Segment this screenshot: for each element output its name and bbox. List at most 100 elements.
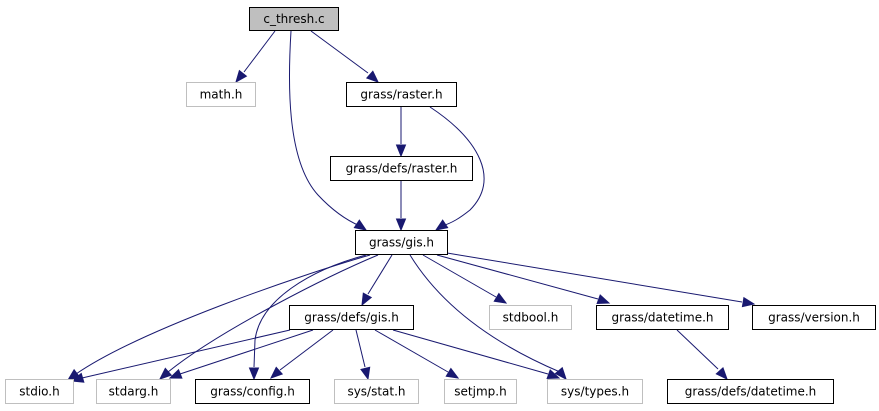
node-sys-types-h: sys/types.h [547,379,643,404]
edges-layer [66,30,756,383]
arrowhead-icon [168,368,183,379]
edge-grass_defs_gis_h-to-stdio_h [70,329,291,383]
edge-line [374,329,449,373]
node-box [547,379,643,404]
edge-line [75,254,371,375]
node-stdio-h: stdio.h [5,379,74,404]
edge-line [310,30,369,74]
edge-line [409,254,561,373]
node-box [346,82,457,107]
node-box [334,379,419,404]
edge-line [446,252,743,303]
arrowhead-icon [361,292,373,307]
node-label: sys/stat.h [347,385,405,399]
edge-line [422,254,497,298]
node-grass-datetime-h[interactable]: grass/datetime.h [596,305,729,330]
node-box [444,379,517,404]
node-label: grass/defs/raster.h [346,162,458,176]
edge-c_thresh_c-to-grass_raster_h [310,30,379,83]
node-label: c_thresh.c [263,12,324,26]
edge-grass_datetime_h-to-grass_defs_datetime_h [676,329,728,380]
arrowhead-icon [596,294,611,304]
edge-line [81,329,291,379]
node-label: setjmp.h [454,385,506,399]
edge-grass_defs_gis_h-to-grass_config_h [270,329,334,379]
node-grass-raster-h[interactable]: grass/raster.h [346,82,457,107]
node-grass-gis-h[interactable]: grass/gis.h [355,230,448,255]
edge-grass_gis_h-to-grass_datetime_h [436,254,611,304]
node-box [355,230,448,255]
node-sys-stat-h: sys/stat.h [334,379,419,404]
edge-grass_gis_h-to-grass_config_h [248,254,367,381]
node-label: stdbool.h [503,311,559,325]
arrowhead-icon [395,144,407,158]
arrowhead-icon [741,296,756,308]
node-box [596,305,729,330]
node-grass-config-h[interactable]: grass/config.h [195,379,310,404]
arrowhead-icon [360,366,371,381]
edge-line [392,329,549,375]
edge-line [429,106,485,227]
edge-c_thresh_c-to-grass_gis_h [288,30,368,231]
node-math-h: math.h [186,82,256,107]
edge-grass_gis_h-to-stdbool_h [422,254,508,304]
node-grass-version-h[interactable]: grass/version.h [752,305,876,330]
node-grass-defs-raster-h[interactable]: grass/defs/raster.h [330,156,473,181]
node-label: grass/datetime.h [611,311,713,325]
edge-line [676,329,719,370]
node-box [330,156,473,181]
edge-grass_defs_gis_h-to-setjmp_h [374,329,460,379]
edge-grass_raster_h-to-grass_gis_h [429,106,485,231]
node-label: grass/gis.h [369,236,434,250]
edge-grass_raster_h-to-grass_defs_raster_h [395,107,407,158]
edge-grass_defs_gis_h-to-stdarg_h [168,329,314,379]
edge-grass_gis_h-to-sys_types_h [409,254,567,381]
node-grass-defs-gis-h[interactable]: grass/defs/gis.h [289,305,414,330]
arrowhead-icon [248,367,260,381]
edge-line [167,254,379,373]
arrowhead-icon [434,219,449,231]
edge-grass_gis_h-to-grass_defs_gis_h [361,254,393,307]
edge-grass_defs_gis_h-to-sys_stat_h [355,329,371,381]
node-box [667,379,834,404]
arrowhead-icon [546,369,561,379]
edge-line [179,329,314,375]
edge-grass_defs_raster_h-to-grass_gis_h [395,181,407,232]
node-box [195,379,310,404]
node-label: grass/defs/gis.h [304,311,399,325]
edge-line [243,30,276,73]
arrowhead-icon [445,367,460,379]
edge-line [367,254,393,295]
arrowhead-icon [554,366,567,381]
edge-line [355,329,366,368]
edge-grass_gis_h-to-grass_version_h [446,252,756,308]
node-stdbool-h: stdbool.h [489,305,572,330]
node-box [96,379,171,404]
arrowhead-icon [493,292,508,304]
node-c-thresh-c[interactable]: c_thresh.c [249,7,339,31]
node-stdarg-h: stdarg.h [96,379,171,404]
node-box [186,82,256,107]
edge-line [253,254,367,368]
edge-c_thresh_c-to-math_h [235,30,276,84]
arrowhead-icon [395,218,407,232]
node-label: math.h [200,88,243,102]
nodes-layer: c_thresh.c math.h grass/raster.h grass/defs… [5,7,876,404]
edge-grass_gis_h-to-stdarg_h [159,254,379,380]
node-box [289,305,414,330]
node-setjmp-h: setjmp.h [444,379,517,404]
arrowhead-icon [159,367,173,380]
edge-grass_defs_gis_h-to-sys_types_h [392,329,561,379]
node-box [752,305,876,330]
node-label: grass/defs/datetime.h [685,385,817,399]
node-label: sys/types.h [561,385,629,399]
edge-line [279,329,334,371]
node-grass-defs-datetime-h[interactable]: grass/defs/datetime.h [667,379,834,404]
node-label: stdarg.h [109,385,159,399]
arrowhead-icon [235,69,248,84]
node-label: grass/config.h [210,385,295,399]
arrowhead-icon [70,372,85,383]
node-box [5,379,74,404]
edge-line [288,30,361,227]
